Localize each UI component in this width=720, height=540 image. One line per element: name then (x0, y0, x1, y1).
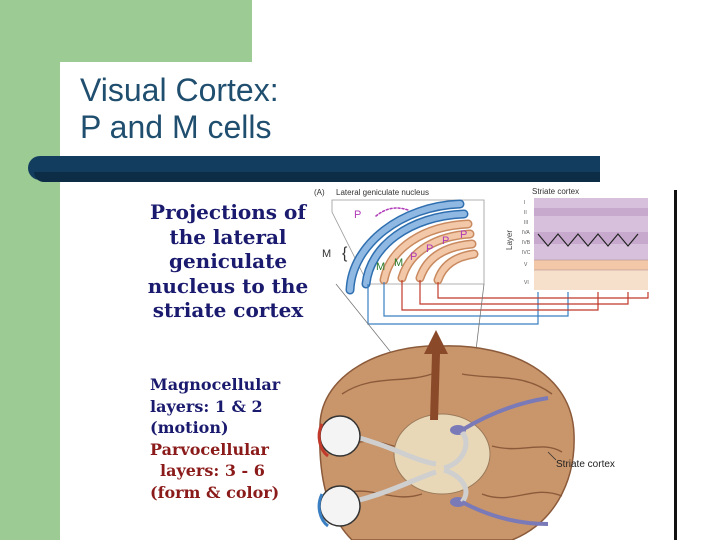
cortex-layer-band (534, 260, 648, 270)
left-green-band (0, 0, 60, 540)
layer-legend: Magnocellular layers: 1 & 2 (motion) Par… (150, 374, 280, 503)
layer-numeral: IVA (522, 230, 530, 236)
striate-cortex-callout: Striate cortex (556, 459, 615, 470)
lgn-letter-p: P (410, 251, 417, 263)
lgn-brace: { (342, 245, 348, 262)
layer-numeral: IVC (522, 250, 531, 256)
lgn-letter-p: P (426, 243, 433, 255)
title-divider-shadow (34, 172, 600, 182)
projections-line: striate cortex (152, 298, 304, 322)
cortex-upper-layers (534, 198, 648, 260)
layer-numeral: II (524, 210, 527, 216)
brain-illustration: Striate cortex (317, 330, 615, 540)
lgn-letter-m: M (394, 257, 403, 269)
layer-numeral: IVB (522, 240, 531, 246)
layer-numeral: I (524, 200, 525, 206)
lgn-letters: P M { M M P P P P (322, 209, 467, 273)
magno-line-3: (motion) (150, 418, 229, 437)
projections-line: nucleus to the (147, 273, 309, 298)
title-line-1: Visual Cortex: (80, 72, 279, 108)
right-eye (319, 485, 361, 527)
layer-axis-label: Layer (505, 230, 514, 250)
lgn-parvo-layer-fill (417, 241, 475, 281)
callout-line (547, 451, 557, 461)
lgn-letter-m: M (376, 261, 385, 273)
projection-line-magno (367, 284, 539, 325)
magno-line-1: Magnocellular (150, 375, 281, 394)
lgn-letter-p: P (354, 209, 361, 221)
cortex-zigzag-line (537, 233, 639, 247)
magno-line-2: layers: 1 & 2 (150, 396, 263, 416)
cortex-deep-layers (534, 270, 648, 290)
projections-line: the lateral (169, 224, 287, 249)
projection-line-parvo (401, 280, 599, 311)
optic-tracts (351, 430, 469, 505)
lgn-parvo-layer-fill (399, 231, 473, 281)
projections-heading: Projections of the lateral geniculate nu… (140, 200, 316, 323)
lgn-letter-m: M (322, 248, 331, 260)
lgn-parvo-layer-fill (435, 251, 477, 283)
eye-retina (317, 493, 329, 528)
lgn-parvo-layer-fill (381, 221, 471, 283)
projection-arrow (424, 330, 448, 420)
cortex-zigzag (537, 233, 639, 247)
optic-radiations (460, 396, 549, 526)
lgn-label: Lateral geniculate nucleus (336, 188, 429, 197)
top-green-band (0, 0, 252, 62)
parvo-line-2: layers: 3 - 6 (160, 461, 265, 480)
cortex-layer-band (534, 208, 648, 216)
left-eye (319, 415, 361, 457)
lgn-letter-p: P (460, 229, 467, 241)
lgn-magno-layer-fill (347, 201, 463, 293)
lgn-layers (345, 199, 479, 295)
layer-numeral: III (524, 220, 528, 226)
layer-numerals: I II III IVA IVB IVC V VI (522, 200, 531, 286)
lgn-letter-p: P (442, 235, 449, 247)
cortex-block: Layer I II III IVA IVB IVC V VI (505, 198, 648, 290)
eye-retina (317, 423, 329, 458)
projections-line: Projections of (150, 200, 306, 224)
panel-label: (A) (314, 188, 325, 197)
layer-numeral: VI (524, 280, 529, 286)
projections-line: geniculate (168, 249, 288, 273)
cortex-label: Striate cortex (532, 187, 579, 196)
lgn-projection-figure: (A) Lateral geniculate nucleus Striate c… (314, 187, 649, 540)
parvo-line-1: Parvocellular (150, 439, 269, 459)
lgn-magno-layer-fill (363, 211, 467, 287)
title-line-2: P and M cells (80, 109, 272, 145)
layer-numeral: V (524, 262, 528, 268)
slide-right-rule (674, 190, 677, 540)
lgn-marker-line (375, 207, 409, 217)
parvo-line-3: (form & color) (150, 482, 280, 502)
brain-sulci (341, 373, 563, 499)
projection-line-parvo (437, 282, 649, 299)
slide-title: Visual Cortex: P and M cells (80, 72, 279, 146)
